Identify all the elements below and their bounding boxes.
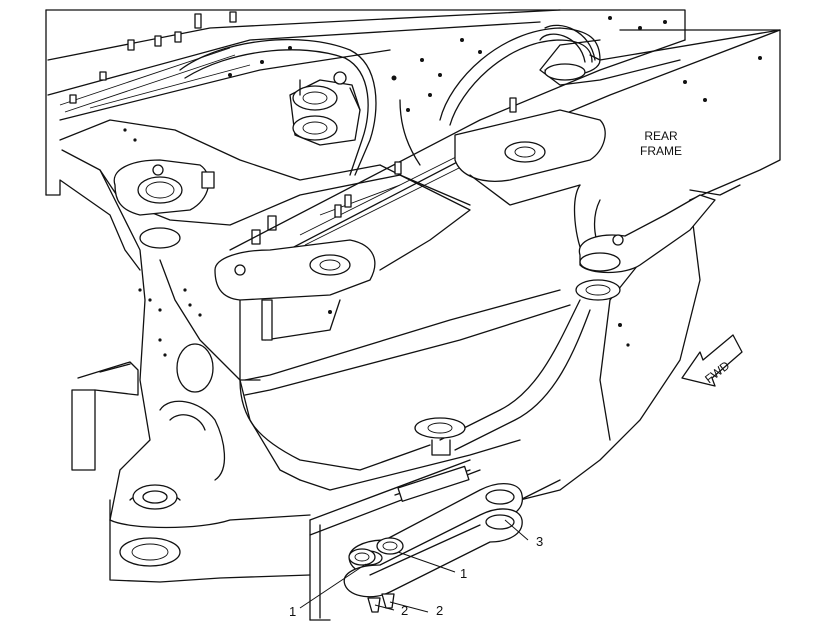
pin-item-1-lower [348,548,376,566]
callout-leaders [299,519,529,613]
callout-item-3: 3 [536,534,543,549]
callout-item-2-left: 2 [401,603,408,618]
lower-hitch-plate [214,239,376,341]
upper-hitch-plate [454,54,606,206]
rear-frame-label-line2: FRAME [640,144,682,158]
callout-item-1-upper: 1 [460,566,467,581]
callout-item-1-lower: 1 [289,604,296,619]
front-frame-hitch-plate [113,159,277,249]
bolt-item-2-right [381,593,395,609]
lower-arch-frame [239,289,591,621]
bolt-item-2-left [367,597,381,613]
callout-item-2-right: 2 [436,603,443,618]
bolt-holes [123,16,762,314]
pin-item-1-upper [376,537,404,555]
rear-frame-label-line1: REAR [644,129,678,143]
rear-frame [519,29,781,501]
link-assembly-item-3 [343,483,523,598]
upper-hinge-bracket [289,71,361,146]
front-frame-upper-outline [45,9,686,196]
forward-direction-arrow: FWD [681,334,743,387]
